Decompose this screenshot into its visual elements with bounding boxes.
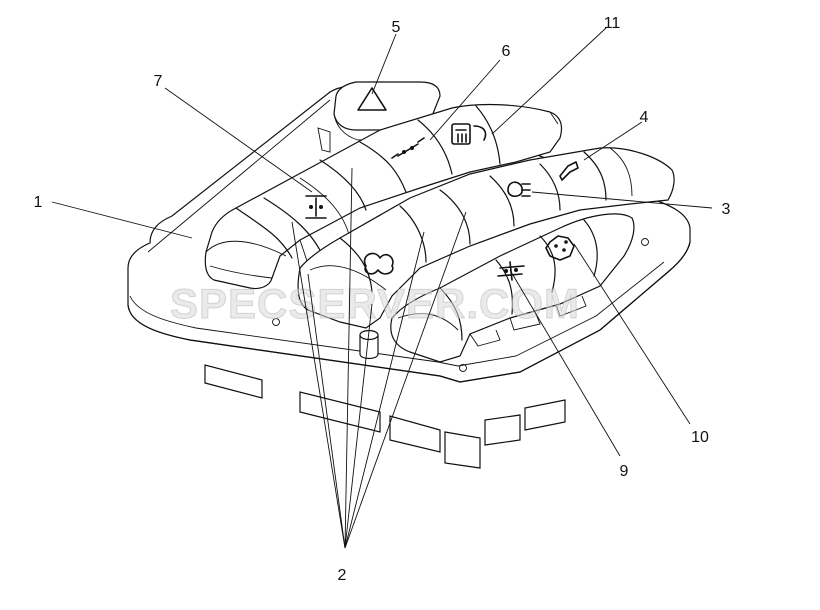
callout-11: 11 [604, 15, 621, 32]
callout-2: 2 [338, 567, 347, 584]
connector-blocks [204, 364, 566, 469]
axle-lock-icon [391, 137, 425, 159]
rotating-beacon-icon [363, 252, 394, 275]
leader-lines [51, 27, 713, 549]
watermark: SPECSERVER.COM [170, 280, 580, 327]
switch-row-2 [297, 147, 675, 329]
callout-4: 4 [640, 109, 649, 126]
central-diff-lock-icon [545, 235, 575, 261]
hazard-triangle-icon [357, 87, 387, 111]
callout-6: 6 [502, 43, 511, 60]
work-light-icon [559, 161, 579, 181]
callout-7: 7 [154, 73, 163, 90]
rear-fog-light-icon [507, 181, 531, 198]
callout-10: 10 [691, 429, 709, 446]
callout-1: 1 [34, 194, 43, 211]
heated-seat-icon [451, 123, 487, 145]
callout-3: 3 [722, 201, 731, 218]
callout-labels: 1 2 3 4 5 6 7 9 10 11 [34, 15, 731, 584]
callout-5: 5 [392, 19, 401, 36]
differential-lock-icon [305, 195, 327, 219]
callout-9: 9 [620, 463, 629, 480]
